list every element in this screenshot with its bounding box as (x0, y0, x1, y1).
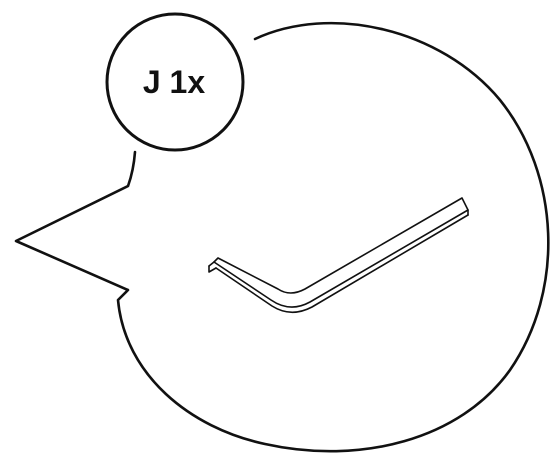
hex-key-icon (209, 198, 468, 312)
callout-bubble (16, 23, 548, 451)
part-quantity-label: J 1x (106, 52, 242, 112)
